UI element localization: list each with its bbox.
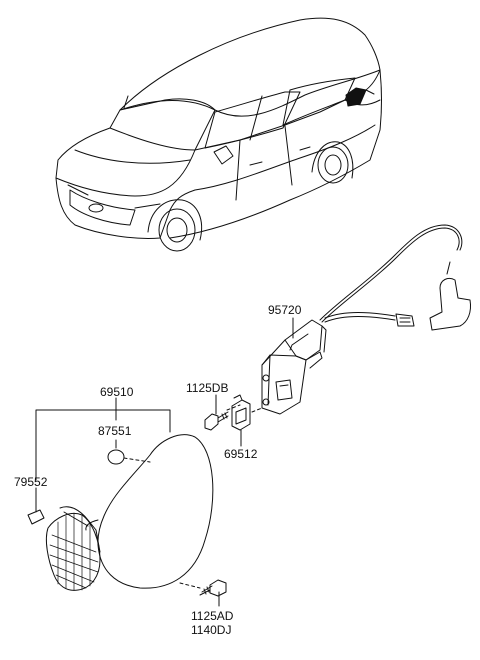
fuel-door-69510-drawing	[45, 434, 214, 591]
leader-lines	[35, 317, 294, 607]
label-95720: 95720	[268, 303, 302, 317]
bolt-1125db-drawing	[204, 411, 229, 431]
guide-lines	[123, 404, 263, 589]
label-87551: 87551	[98, 424, 132, 438]
holder-69512-drawing	[231, 394, 251, 431]
label-1125db: 1125DB	[186, 381, 229, 395]
bumper-87551-drawing	[107, 449, 125, 465]
fuel-door-location-marker	[345, 87, 367, 107]
label-69510: 69510	[100, 385, 134, 399]
label-69512: 69512	[224, 447, 258, 461]
label-1125ad: 1125AD	[191, 609, 234, 623]
label-79552: 79552	[14, 475, 48, 489]
cable-actuator-drawing	[261, 224, 471, 415]
label-1140dj: 1140DJ	[191, 623, 232, 637]
car-illustration	[55, 17, 382, 252]
spring-79552-drawing	[27, 509, 45, 525]
screw-drawing	[199, 579, 227, 597]
